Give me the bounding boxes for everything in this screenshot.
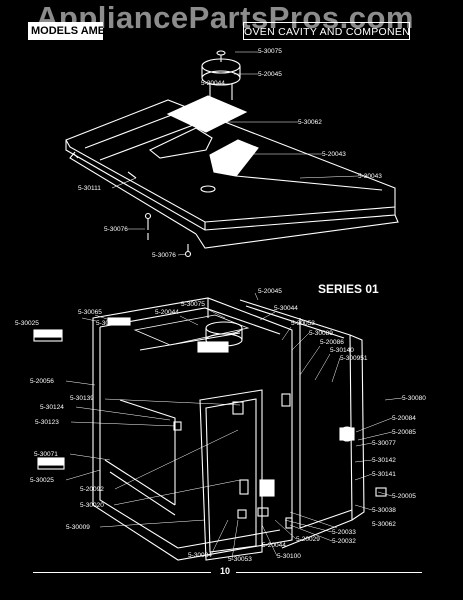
oven-cavity-body — [92, 297, 293, 561]
part-label[interactable]: 5-20029 — [296, 536, 320, 543]
oven-side-panel — [239, 299, 365, 549]
part-label[interactable]: 5-30071 — [34, 451, 58, 458]
part-label[interactable]: 5-30080 — [402, 395, 426, 402]
part-label[interactable]: 5-30111 — [78, 185, 101, 192]
top-screws — [73, 153, 192, 258]
footer-rule-right — [236, 572, 422, 573]
part-label[interactable]: 5-30062 — [298, 119, 322, 126]
part-label[interactable]: 5-30075 — [258, 48, 282, 55]
part-label[interactable]: 5-20045 — [258, 71, 282, 78]
part-label[interactable]: 5-20044 — [201, 80, 225, 87]
series-label: SERIES 01 — [318, 282, 379, 296]
top-heating-element-cover — [148, 95, 259, 177]
part-label[interactable]: 5-20056 — [30, 378, 54, 385]
part-label[interactable]: 5-30100 — [277, 553, 301, 560]
part-label[interactable]: 5-30043 — [358, 173, 382, 180]
top-leader-lines — [111, 51, 359, 256]
part-label[interactable]: 5-20032 — [332, 538, 356, 545]
part-label[interactable]: 5-20085 — [392, 429, 416, 436]
part-label[interactable]: 5-30142 — [372, 457, 396, 464]
bottom-leader-lines — [65, 292, 403, 560]
part-label[interactable]: 5-30089 — [309, 330, 333, 337]
part-label[interactable]: 5-30076 — [104, 226, 128, 233]
part-label[interactable]: 5-30140 — [330, 347, 354, 354]
part-label[interactable]: 5-30139 — [70, 395, 94, 402]
oven-top-panel — [65, 99, 399, 249]
part-label[interactable]: 5-20045 — [258, 288, 282, 295]
part-label[interactable]: 5-30084 — [188, 552, 212, 559]
part-label[interactable]: 5-30124 — [40, 404, 64, 411]
part-label[interactable]: 5-20086 — [320, 339, 344, 346]
part-label[interactable]: 5-30077 — [372, 440, 396, 447]
part-label[interactable]: 5-20033 — [332, 529, 356, 536]
section-title: OVEN CAVITY AND COMPONENTS — [243, 22, 410, 40]
part-label[interactable]: 5-20044 — [262, 542, 286, 549]
part-label[interactable]: 5-30025 — [30, 477, 54, 484]
page-number: 10 — [220, 566, 231, 576]
part-label[interactable]: 5-30141 — [372, 471, 396, 478]
part-label[interactable]: 5-30074 — [96, 320, 120, 327]
part-label[interactable]: 5-30075 — [181, 301, 205, 308]
part-label[interactable]: 5-30044 — [274, 305, 298, 312]
bottom-thermostat-dial — [197, 321, 243, 353]
part-label[interactable]: 5-300951 — [340, 355, 368, 362]
part-label[interactable]: 5-30065 — [78, 309, 102, 316]
part-label[interactable]: 5-30076 — [152, 252, 176, 259]
part-label[interactable]: 5-30123 — [35, 419, 59, 426]
part-label[interactable]: 5-20092 — [80, 486, 104, 493]
part-label[interactable]: 5-30053 — [228, 556, 252, 563]
part-label[interactable]: 5-30062 — [372, 521, 396, 528]
part-label[interactable]: 5-20044 — [155, 309, 179, 316]
top-thermostat-dial — [201, 50, 241, 100]
footer-rule-left — [33, 572, 211, 573]
part-label[interactable]: 5-20043 — [322, 151, 346, 158]
part-label[interactable]: 5-30053 — [291, 320, 315, 327]
part-label[interactable]: 5-30025 — [15, 320, 39, 327]
part-label[interactable]: 5-30020 — [80, 502, 104, 509]
model-label: MODELS AME3 — [28, 22, 103, 40]
switches-and-brackets — [33, 317, 387, 529]
part-label[interactable]: 5-20005 — [392, 493, 416, 500]
part-label[interactable]: 5-20084 — [392, 415, 416, 422]
part-label[interactable]: 5-30038 — [372, 507, 396, 514]
part-label[interactable]: 5-30009 — [66, 524, 90, 531]
